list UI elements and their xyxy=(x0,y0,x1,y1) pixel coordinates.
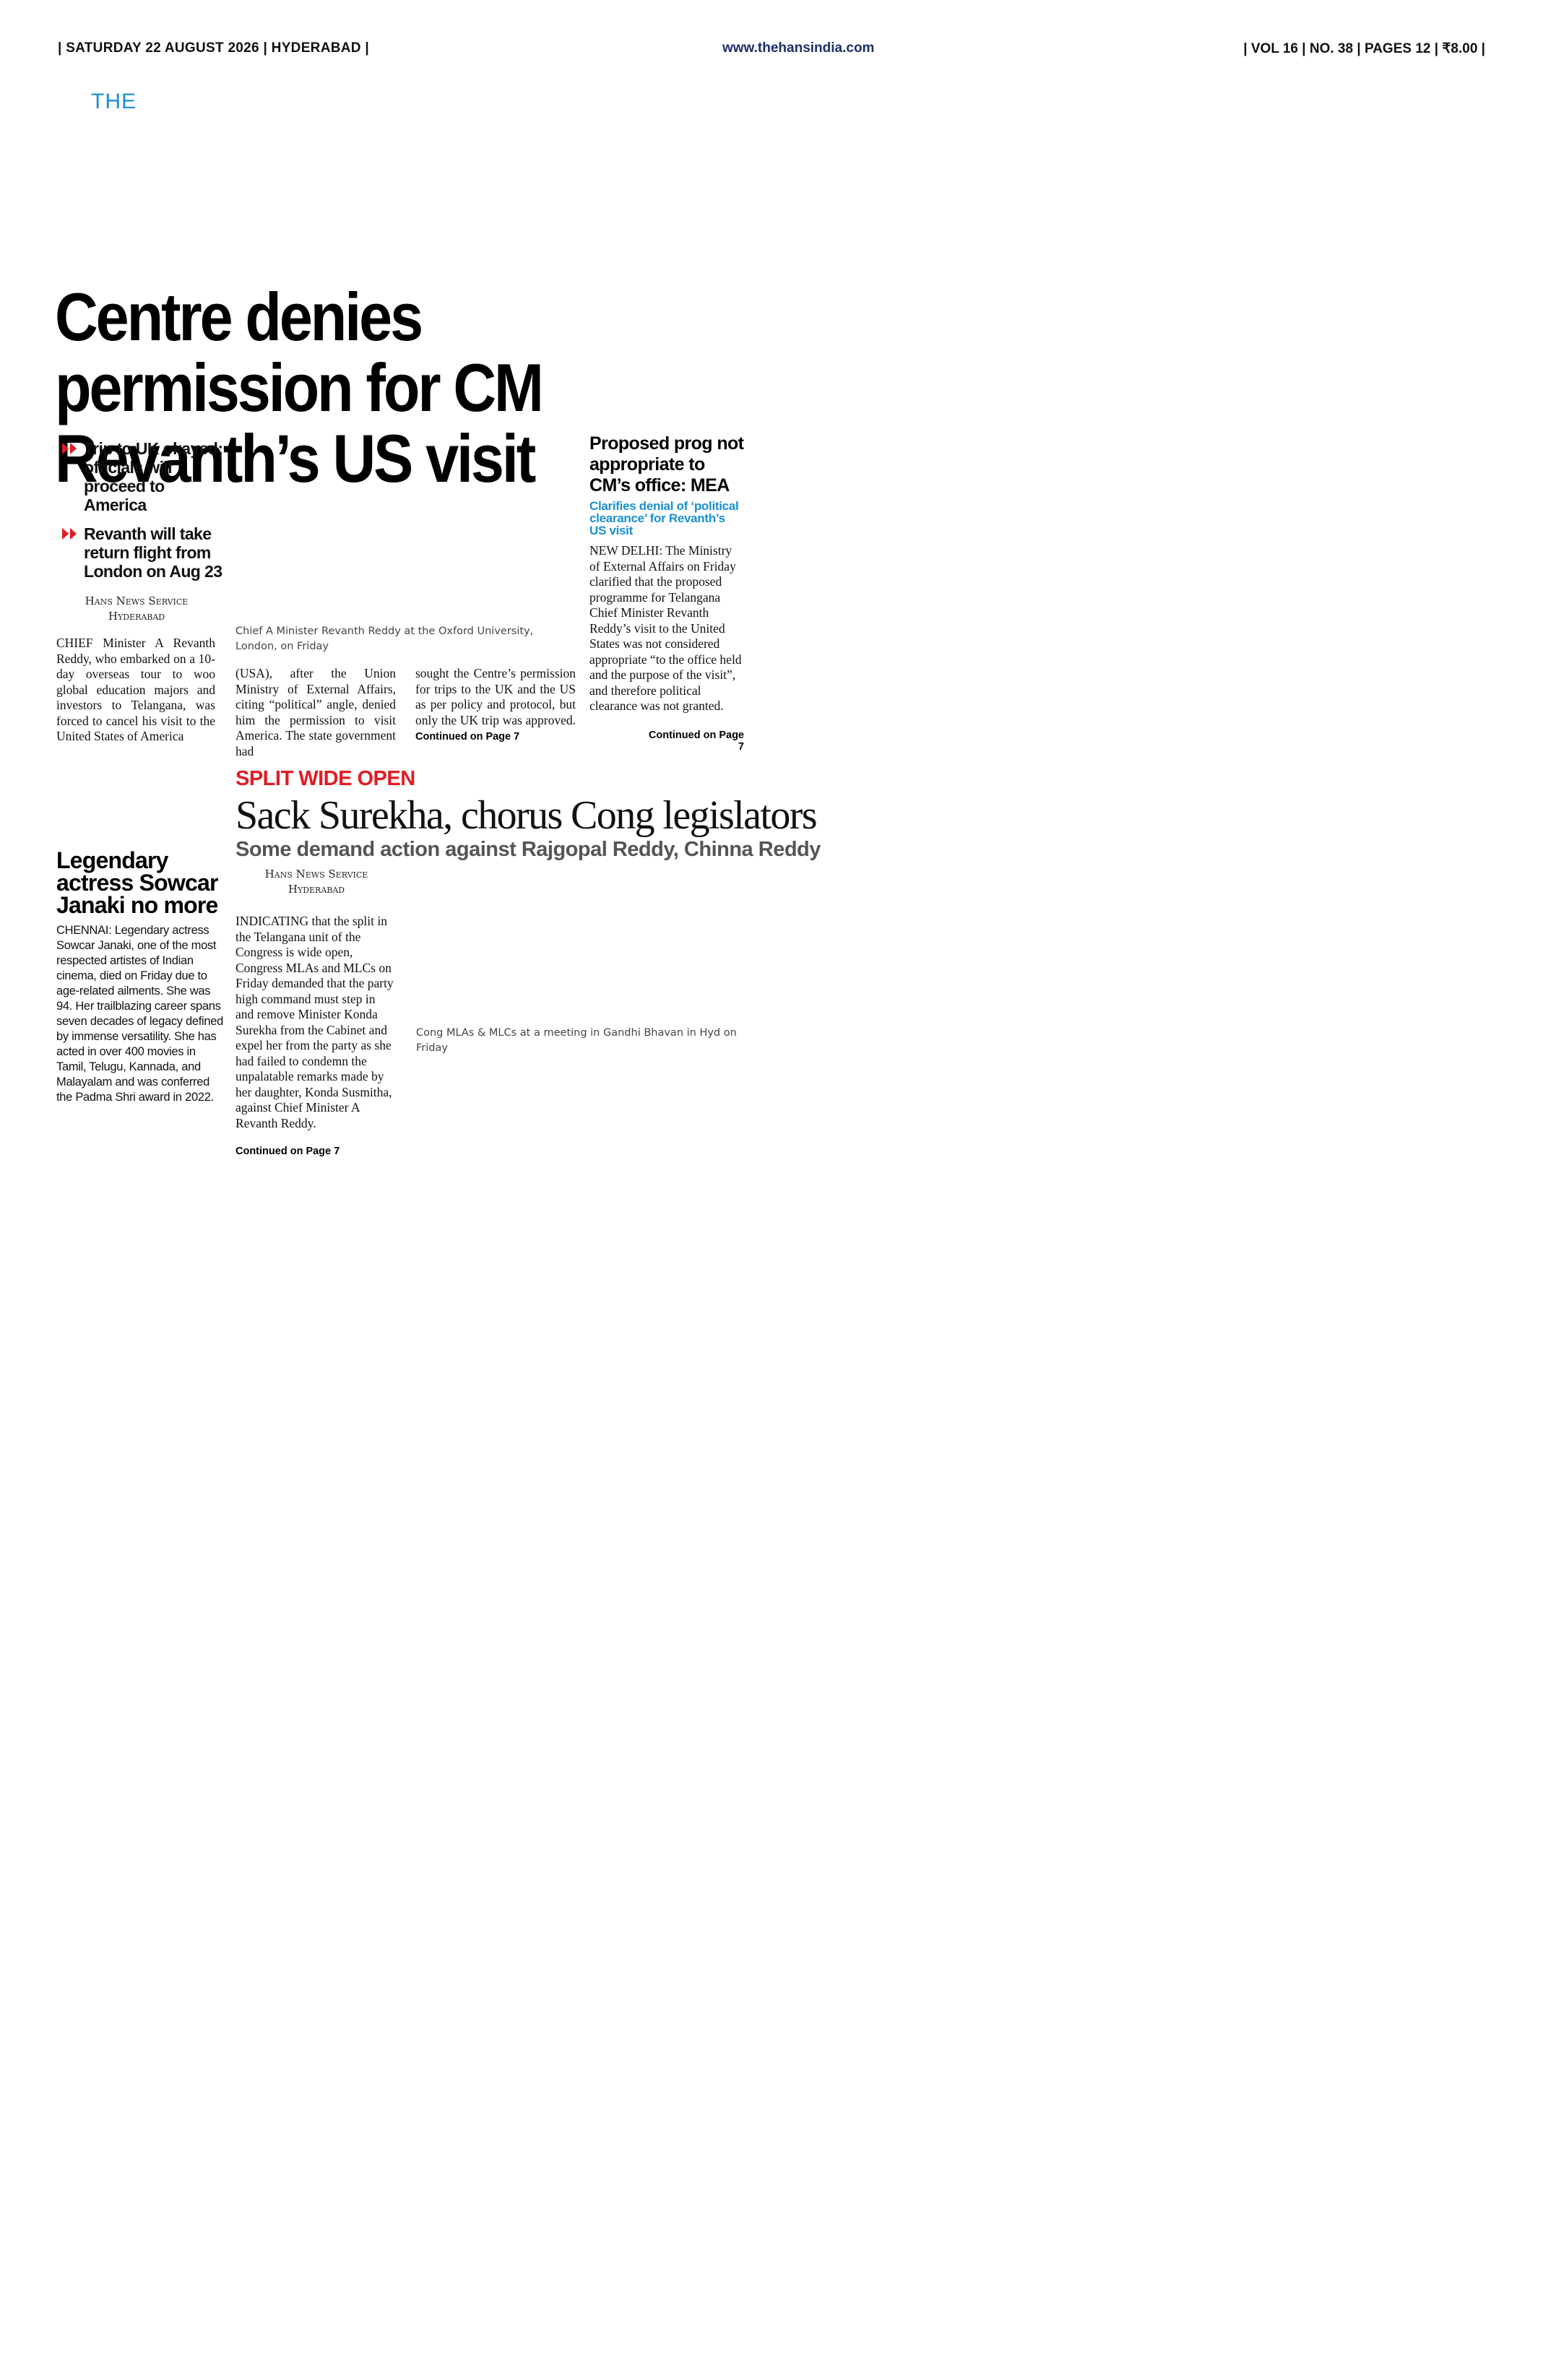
double-chevron-icon xyxy=(62,528,77,540)
congress-photo xyxy=(413,903,753,1018)
date-line: | SATURDAY 22 AUGUST 2026 | HYDERABAD | xyxy=(58,40,369,56)
lead-byline: Hans News Service Hyderabad xyxy=(61,594,212,624)
byline-place: Hyderabad xyxy=(108,610,165,623)
congress-photo-caption: Cong MLAs & MLCs at a meeting in Gandhi … xyxy=(416,1027,737,1054)
masthead-the-word: THE xyxy=(91,90,137,113)
story-kicker: SPLIT WIDE OPEN xyxy=(235,767,415,790)
congress-body: INDICATING that the split in the Telanga… xyxy=(235,914,394,1130)
continued-link[interactable]: Continued on Page 7 xyxy=(415,731,520,743)
mea-headline: Proposed prog not appropriate to CM’s of… xyxy=(589,433,744,496)
brief-headline: Legendary actress Sowcar Janaki no more xyxy=(56,847,218,918)
lead-body-col2: (USA), after the Union Ministry of Exter… xyxy=(235,666,396,758)
byline-agency: Hans News Service xyxy=(85,594,189,607)
mea-continued-link[interactable]: Continued on Page 7 xyxy=(648,730,744,753)
double-chevron-icon xyxy=(62,443,77,454)
issue-line: | VOL 16 | NO. 38 | PAGES 12 | ₹8.00 | xyxy=(1243,41,1485,56)
mea-subhead: Clarifies denial of ‘political clearance… xyxy=(589,499,739,537)
lead-bullets: Trip to UK okayed; officials will procee… xyxy=(61,439,227,587)
congress-continued-link[interactable]: Continued on Page 7 xyxy=(235,1146,340,1157)
byline-agency: Hans News Service xyxy=(264,867,368,880)
lead-body-col3: sought the Centre’s permission for trips… xyxy=(415,666,576,745)
lead-headline: Centre denies permission for CM Revanth’… xyxy=(55,279,544,496)
byline-place: Hyderabad xyxy=(288,883,345,896)
lead-photo xyxy=(235,433,575,621)
website-link[interactable]: www.thehansindia.com xyxy=(722,40,875,56)
lead-bullet: Trip to UK okayed; officials will procee… xyxy=(61,439,227,514)
lead-body-col3-text: sought the Centre’s permission for trips… xyxy=(415,666,576,727)
congress-headline: Sack Surekha, chorus Cong legislators xyxy=(235,793,818,838)
mea-body: NEW DELHI: The Ministry of External Affa… xyxy=(589,543,742,713)
lead-bullet: Revanth will take return flight from Lon… xyxy=(61,524,227,581)
congress-byline: Hans News Service Hyderabad xyxy=(237,867,396,897)
lead-body-col1: CHIEF Minister A Revanth Reddy, who emba… xyxy=(56,636,215,743)
lead-photo-caption: Chief A Minister Revanth Reddy at the Ox… xyxy=(235,626,534,652)
masthead-strip: | SATURDAY 22 AUGUST 2026 | HYDERABAD | … xyxy=(58,40,1485,62)
brief-body: CHENNAI: Legendary actress Sowcar Janaki… xyxy=(56,924,224,1104)
lead-bullet-text: Revanth will take return flight from Lon… xyxy=(84,524,222,581)
congress-deck: Some demand action against Rajgopal Redd… xyxy=(235,838,821,861)
lead-bullet-text: Trip to UK okayed; officials will procee… xyxy=(84,439,223,514)
